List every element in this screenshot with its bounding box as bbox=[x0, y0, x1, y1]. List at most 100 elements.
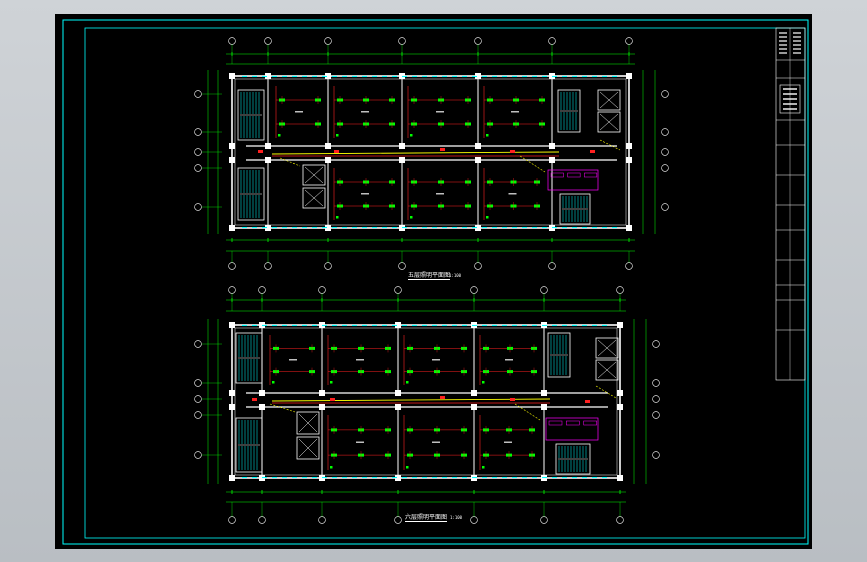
axis-bubble-top-4 bbox=[470, 286, 478, 294]
elevator-shaft-0 bbox=[302, 164, 326, 186]
elevator-shaft-0 bbox=[296, 411, 320, 435]
exterior-wall-inner bbox=[234, 78, 627, 226]
room-label-mark bbox=[289, 359, 297, 361]
stair-core-0 bbox=[237, 89, 265, 141]
axis-bubble-top-0 bbox=[228, 37, 236, 45]
dashed-cable-2 bbox=[599, 139, 621, 151]
room-label-mark bbox=[356, 359, 364, 361]
light-switch bbox=[482, 381, 485, 384]
stair-core-1 bbox=[237, 167, 265, 221]
column-0-0 bbox=[229, 73, 235, 79]
axis-bubble-top-5 bbox=[548, 37, 556, 45]
dashed-cable-0 bbox=[269, 403, 296, 413]
column-0-1 bbox=[229, 143, 235, 149]
axis-bubble-left-0 bbox=[194, 340, 202, 348]
axis-bubble-bottom-4 bbox=[474, 262, 482, 270]
corridor-circuit bbox=[271, 151, 560, 155]
title-block-frame bbox=[775, 27, 806, 381]
axis-bubble-bottom-3 bbox=[398, 262, 406, 270]
column-6-0 bbox=[617, 322, 623, 328]
axis-bubble-bottom-5 bbox=[540, 516, 548, 524]
title-mark-left-2 bbox=[779, 40, 787, 42]
axis-bubble-left-4 bbox=[194, 203, 202, 211]
distribution-panel-0 bbox=[252, 398, 257, 401]
stair-core-0 bbox=[235, 332, 263, 384]
room-label-mark bbox=[505, 359, 513, 361]
elevator-cross-b bbox=[298, 413, 318, 433]
column-6-0 bbox=[626, 73, 632, 79]
room-label-mark bbox=[432, 441, 440, 443]
axis-bubble-bottom-2 bbox=[318, 516, 326, 524]
light-switch bbox=[406, 381, 409, 384]
room-label-mark bbox=[295, 111, 303, 113]
axis-bubble-top-1 bbox=[264, 37, 272, 45]
axis-bubble-top-5 bbox=[540, 286, 548, 294]
sanitary-fixture bbox=[548, 420, 563, 426]
title-logo-line-3 bbox=[783, 103, 797, 105]
title-mark-right-4 bbox=[793, 48, 801, 50]
stair-core-2 bbox=[557, 89, 581, 133]
axis-bubble-top-4 bbox=[474, 37, 482, 45]
light-switch bbox=[486, 134, 489, 137]
axis-bubble-left-0 bbox=[194, 90, 202, 98]
elevator-cross-b bbox=[298, 438, 318, 458]
title-logo-line-2 bbox=[783, 98, 797, 100]
light-switch bbox=[330, 381, 333, 384]
column-0-3 bbox=[229, 475, 235, 481]
column-0-3 bbox=[229, 225, 235, 231]
title-logo-line-0 bbox=[783, 88, 797, 90]
room-label-mark bbox=[361, 111, 369, 113]
title-logo-line-4 bbox=[783, 108, 797, 110]
room-label-mark bbox=[356, 441, 364, 443]
axis-bubble-right-3 bbox=[652, 411, 660, 419]
elevator-shaft-3 bbox=[597, 111, 621, 133]
title-mark-left-5 bbox=[779, 52, 787, 54]
axis-bubble-bottom-2 bbox=[324, 262, 332, 270]
plan-title-upper: 五层照明平面图 bbox=[408, 272, 451, 280]
axis-bubble-bottom-1 bbox=[258, 516, 266, 524]
column-6-1 bbox=[617, 390, 623, 396]
dashed-cable-2 bbox=[595, 385, 617, 399]
axis-bubble-right-0 bbox=[652, 340, 660, 348]
distribution-panel-3 bbox=[510, 150, 515, 153]
title-mark-left-3 bbox=[779, 44, 787, 46]
stair-core-3 bbox=[559, 193, 591, 225]
room-label-mark bbox=[432, 359, 440, 361]
distribution-panel-1 bbox=[330, 398, 335, 401]
column-6-2 bbox=[617, 404, 623, 410]
title-mark-left-4 bbox=[779, 48, 787, 50]
dashed-cable-1 bbox=[514, 403, 541, 421]
title-mark-right-5 bbox=[793, 52, 801, 54]
elevator-cross-b bbox=[599, 91, 619, 109]
equipment-room-0 bbox=[545, 417, 599, 441]
axis-bubble-left-1 bbox=[194, 128, 202, 136]
axis-bubble-bottom-0 bbox=[228, 516, 236, 524]
axis-bubble-top-3 bbox=[394, 286, 402, 294]
light-switch bbox=[410, 134, 413, 137]
drawing-sheet bbox=[55, 14, 812, 549]
room-label-mark bbox=[436, 111, 444, 113]
equipment-room-0 bbox=[547, 169, 599, 191]
axis-bubble-right-1 bbox=[652, 379, 660, 387]
title-block bbox=[775, 27, 806, 381]
axis-bubble-right-4 bbox=[661, 203, 669, 211]
title-mark-right-1 bbox=[793, 36, 801, 38]
axis-bubble-top-0 bbox=[228, 286, 236, 294]
plan-scale-lower: 1:100 bbox=[450, 515, 463, 520]
room-label-mark bbox=[508, 193, 517, 195]
column-6-3 bbox=[617, 475, 623, 481]
axis-bubble-top-3 bbox=[398, 37, 406, 45]
light-switch bbox=[482, 466, 485, 469]
distribution-panel-3 bbox=[510, 398, 515, 401]
column-0-2 bbox=[229, 157, 235, 163]
column-6-1 bbox=[626, 143, 632, 149]
axis-bubble-bottom-6 bbox=[616, 516, 624, 524]
light-switch bbox=[410, 216, 413, 219]
sanitary-fixture bbox=[550, 172, 564, 178]
room-label-mark bbox=[504, 441, 512, 443]
axis-bubble-right-4 bbox=[652, 451, 660, 459]
floor-plan-upper bbox=[194, 37, 669, 270]
exterior-wall-inner bbox=[234, 327, 618, 476]
